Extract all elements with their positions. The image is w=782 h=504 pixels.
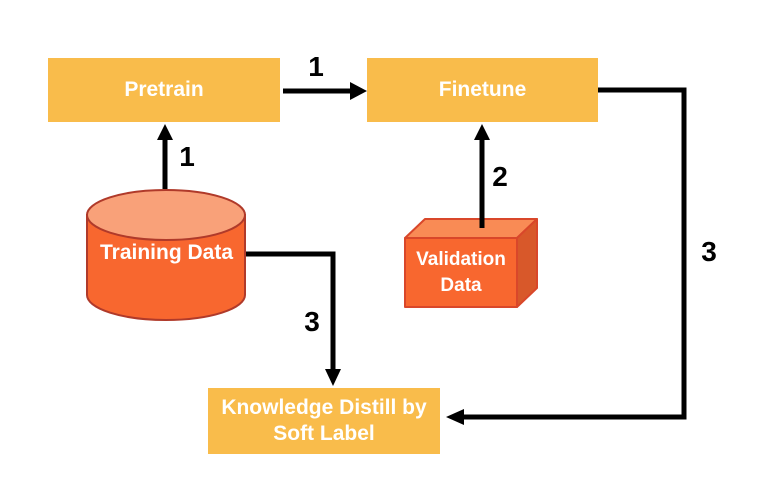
node-pretrain-label: Pretrain	[124, 77, 204, 101]
cylinder-body	[86, 214, 246, 321]
node-finetune: Finetune	[367, 58, 598, 122]
arrowhead-up-icon	[474, 124, 490, 140]
cube-top-face	[404, 218, 538, 239]
cube-front-face	[404, 237, 518, 308]
edge-label-training-to-distill: 3	[304, 306, 320, 337]
node-knowledge-distill-label: Knowledge Distill by Soft Label	[221, 395, 427, 445]
arrowhead-left-icon	[446, 409, 464, 425]
arrowhead-up-icon	[157, 124, 173, 140]
edge-label-training-to-pretrain: 1	[179, 141, 195, 172]
cylinder-top-ellipse	[86, 189, 246, 241]
edge-label-pretrain-to-finetune: 1	[308, 51, 324, 82]
node-pretrain: Pretrain	[48, 58, 280, 122]
arrow-finetune-to-distill	[446, 87, 687, 425]
node-finetune-label: Finetune	[438, 77, 527, 101]
node-validation-data-label: Validation Data	[416, 248, 506, 296]
arrow-training-to-distill	[246, 251, 341, 386]
edge-label-validation-to-finetune: 2	[492, 161, 508, 192]
arrow-pretrain-to-finetune	[283, 82, 367, 100]
edge-label-finetune-to-distill: 3	[701, 236, 717, 267]
arrow-validation-to-finetune	[474, 124, 490, 228]
arrowhead-down-icon	[325, 369, 341, 386]
node-knowledge-distill: Knowledge Distill by Soft Label	[208, 388, 440, 454]
training-data-cylinder	[86, 189, 246, 321]
arrowhead-right-icon	[350, 82, 367, 100]
validation-data-cube	[404, 218, 538, 308]
arrow-training-to-pretrain	[157, 124, 173, 189]
node-training-data-label: Training Data	[99, 240, 234, 264]
